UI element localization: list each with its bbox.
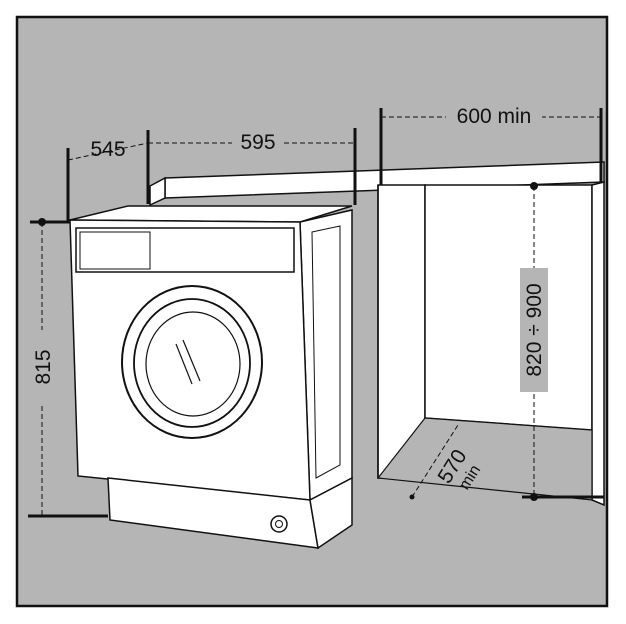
glass-reflection-1 xyxy=(175,343,193,385)
glass-reflection-2 xyxy=(182,339,201,382)
width-label-bg xyxy=(232,129,284,153)
depth-dimension-line xyxy=(67,142,149,161)
width-label: 595 xyxy=(240,131,275,154)
niche-back-wall xyxy=(424,184,593,431)
niche-height-label-bg xyxy=(520,268,548,392)
niche-depth-endpoint xyxy=(409,494,415,500)
depth-label: 545 xyxy=(90,138,125,161)
niche-right-panel xyxy=(591,181,605,507)
niche-depth-dimension-line xyxy=(411,424,459,498)
niche-width-label-bg xyxy=(446,102,542,128)
height-label-bg xyxy=(30,330,54,404)
niche-height-label: 820 ÷ 900 xyxy=(523,283,546,376)
filter-cap-inner xyxy=(275,520,283,528)
worktop-underside xyxy=(149,176,166,207)
niche-floor xyxy=(376,417,593,501)
plinth-side xyxy=(309,476,353,550)
niche-width-label: 600 min xyxy=(457,105,532,128)
detergent-drawer xyxy=(79,231,151,270)
machine-side-inset xyxy=(311,225,341,479)
height-label: 815 xyxy=(32,349,55,384)
niche-height-endpoint-bottom xyxy=(530,493,538,501)
